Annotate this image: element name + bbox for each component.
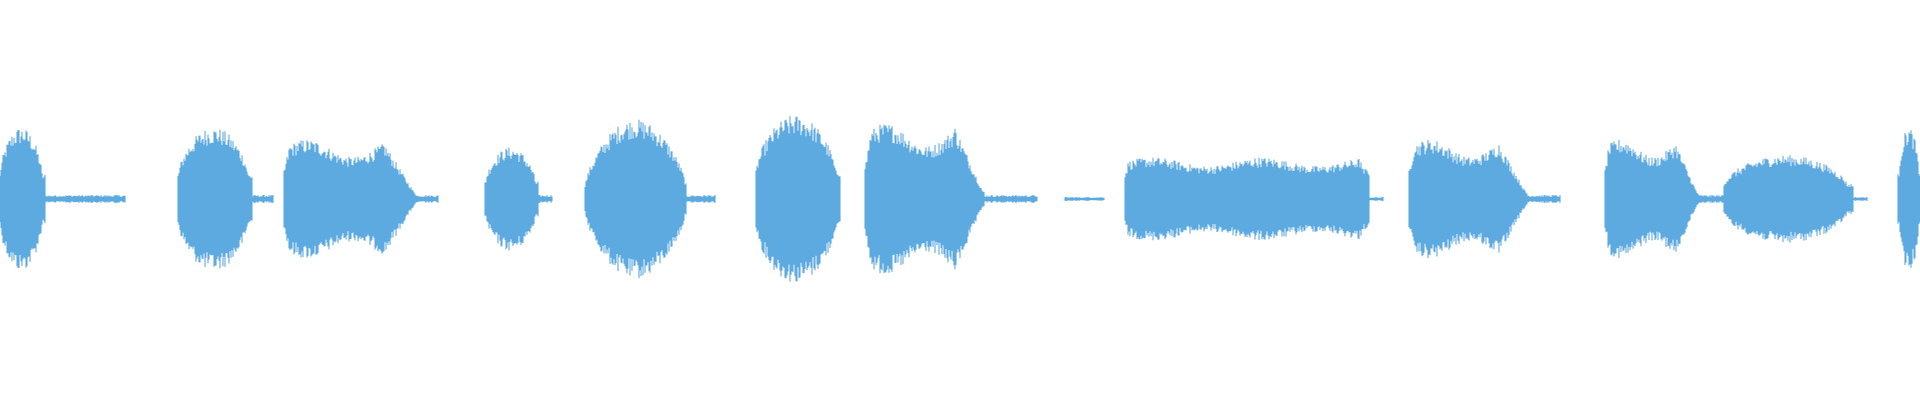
waveform-segment-8 [584, 119, 687, 279]
waveform-segment-14 [1124, 157, 1370, 241]
waveform-segment-9 [684, 195, 716, 203]
waveform-segment-20 [1723, 155, 1854, 243]
waveform-segment-21 [1851, 197, 1868, 201]
waveform-segment-0 [0, 130, 46, 268]
waveform-segment-3 [250, 195, 274, 203]
waveform-segment-4 [283, 140, 416, 258]
waveform-segment-6 [484, 147, 539, 251]
waveform-segment-1 [43, 195, 126, 203]
waveform-segment-2 [177, 129, 253, 269]
waveform-segment-22 [1897, 130, 1920, 268]
waveform-segment-17 [1525, 195, 1561, 203]
waveform-segment-10 [755, 116, 841, 282]
waveform-segment-5 [413, 195, 439, 203]
waveform-segment-15 [1367, 197, 1384, 201]
waveform-segment-16 [1408, 139, 1528, 259]
waveform-segment-7 [536, 195, 553, 203]
waveform-segment-18 [1604, 140, 1699, 258]
waveform-segment-11 [864, 124, 985, 274]
waveform-segment-19 [1696, 195, 1726, 203]
waveform-segment-12 [982, 195, 1038, 203]
waveform-segment-13 [1064, 197, 1105, 201]
